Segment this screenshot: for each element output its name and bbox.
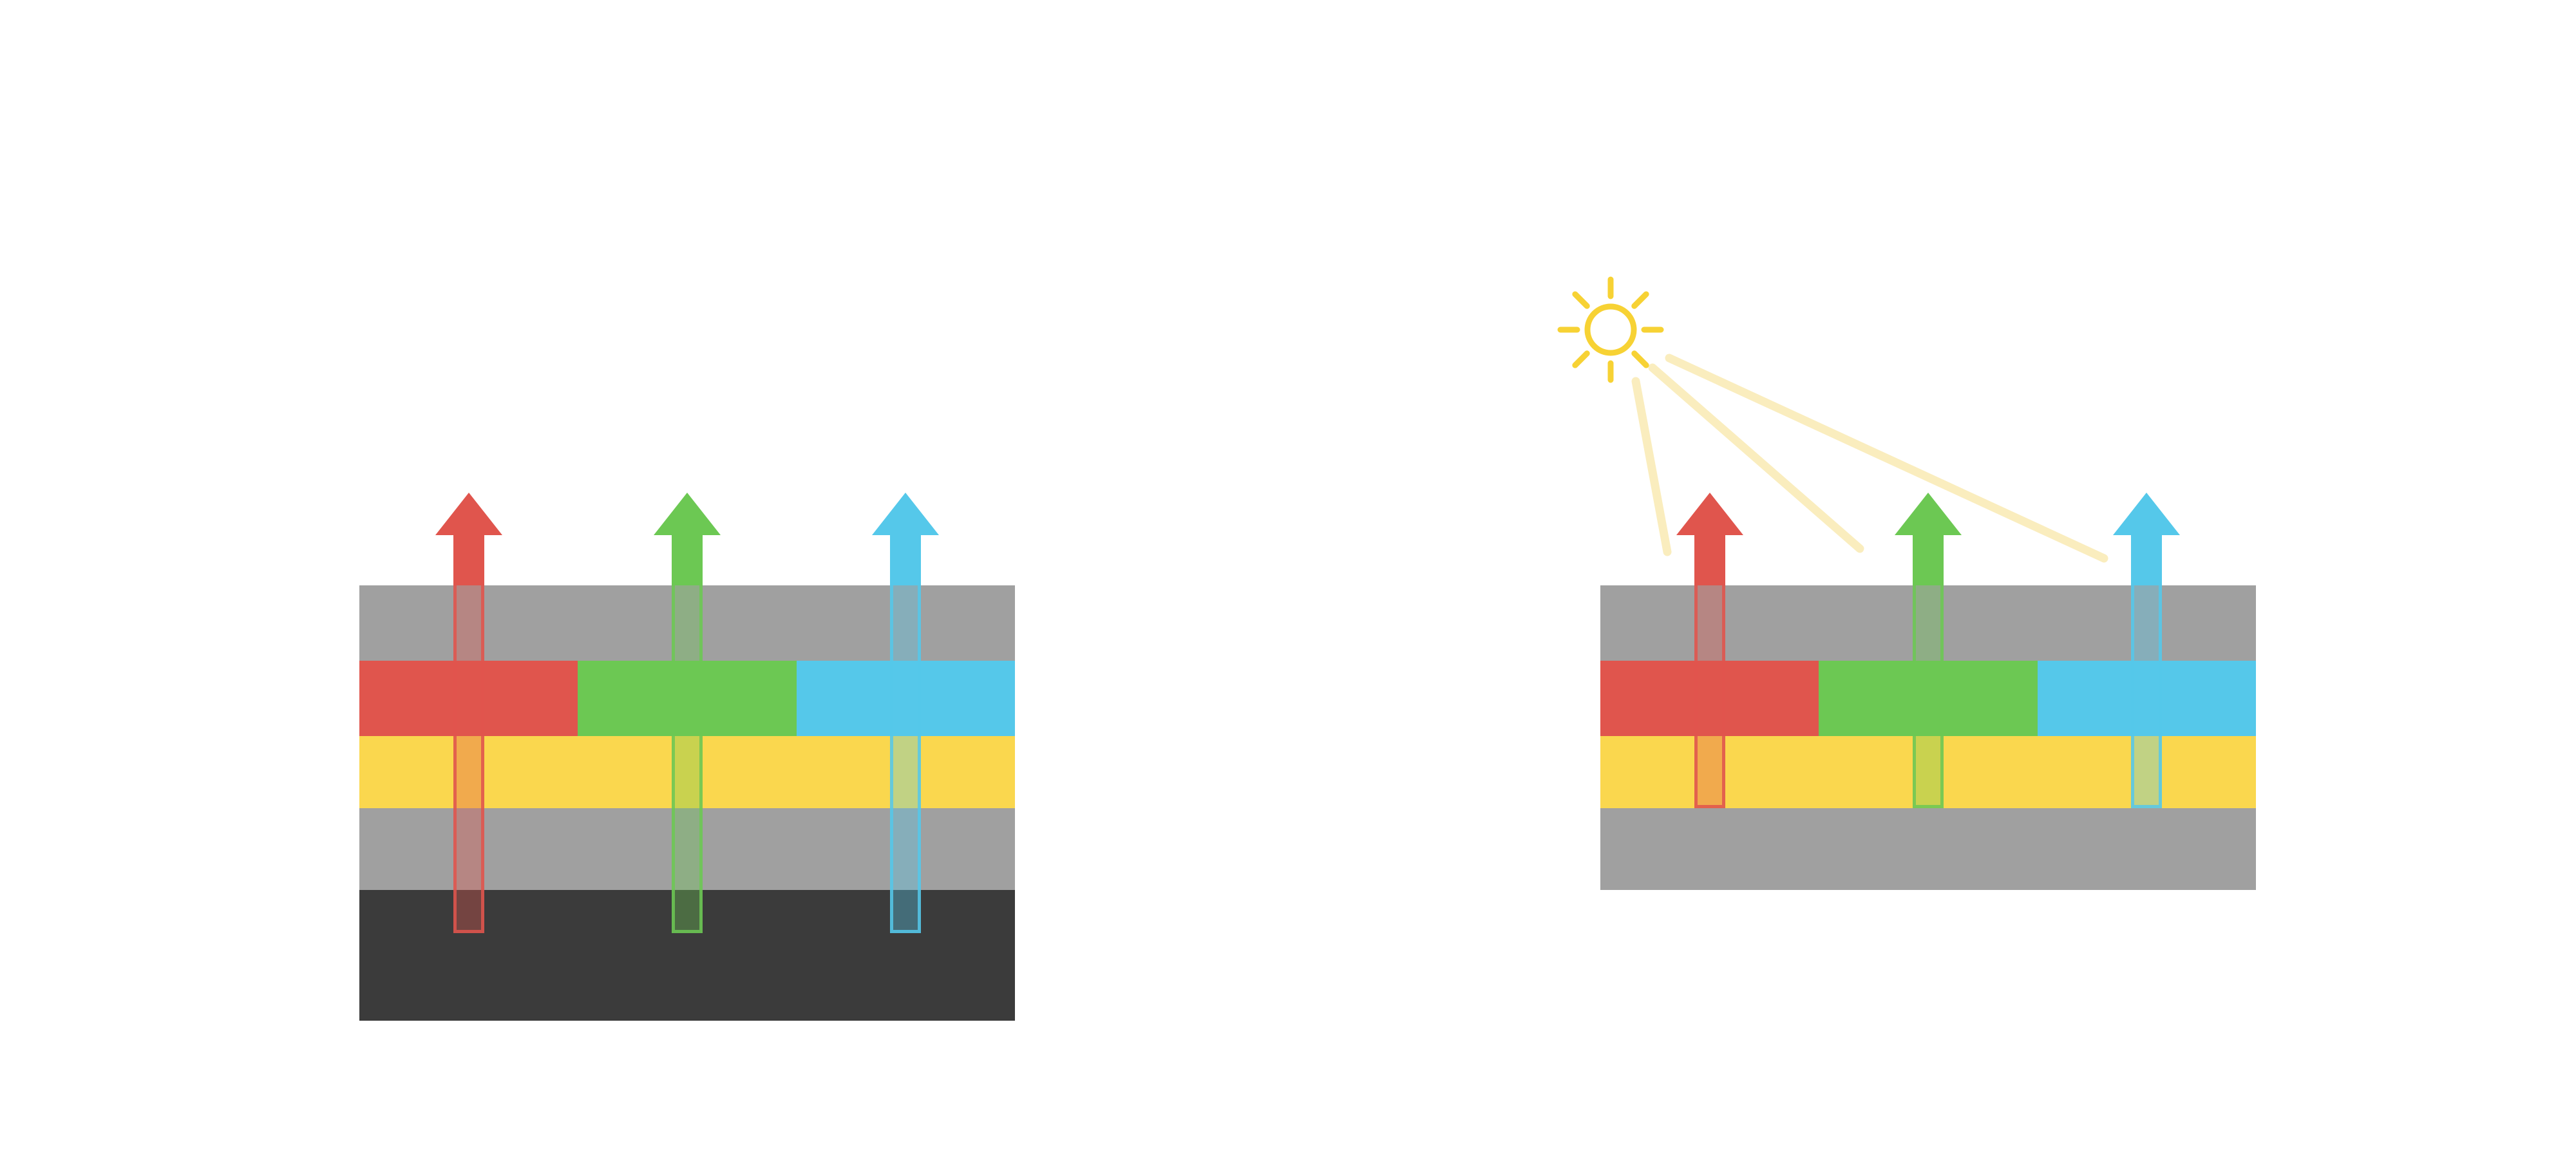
red-light-arrow-path-through-stack: [1694, 585, 1725, 808]
green-light-arrow-path-through-stack: [1913, 585, 1944, 808]
red-light-arrow-head: [1676, 493, 1743, 535]
blue-subpixel: [2037, 661, 2256, 736]
bottom-gray-layer: [359, 808, 1015, 890]
blue-light-arrow-shaft: [890, 535, 922, 585]
green-subpixel: [1819, 661, 2038, 736]
blue-light-arrow-path-through-stack: [890, 585, 922, 933]
blue-light-arrow-path-through-stack: [2131, 585, 2163, 808]
yellow-emitting-layer: [359, 736, 1015, 808]
red-light-arrow-shaft: [453, 535, 484, 585]
top-gray-layer: [1600, 585, 2256, 661]
green-light-arrow-head: [1895, 493, 1962, 535]
blue-light-arrow-shaft: [2131, 535, 2163, 585]
top-gray-layer: [359, 585, 1015, 661]
yellow-reflective-layer: [1600, 736, 2256, 808]
bottom-gray-layer: [1600, 808, 2256, 890]
red-light-arrow-path-through-stack: [453, 585, 484, 933]
green-subpixel: [578, 661, 797, 736]
green-light-arrow-head: [654, 493, 721, 535]
blue-subpixel: [796, 661, 1015, 736]
dark-backplane-layer: [359, 890, 1015, 1021]
green-light-arrow-shaft: [1913, 535, 1944, 585]
red-subpixel: [1600, 661, 1819, 736]
red-light-arrow-head: [435, 493, 502, 535]
red-subpixel: [359, 661, 578, 736]
red-light-arrow-shaft: [1694, 535, 1725, 585]
green-light-arrow-shaft: [672, 535, 703, 585]
blue-light-arrow-head: [872, 493, 940, 535]
blue-light-arrow-head: [2113, 493, 2181, 535]
green-light-arrow-path-through-stack: [672, 585, 703, 933]
